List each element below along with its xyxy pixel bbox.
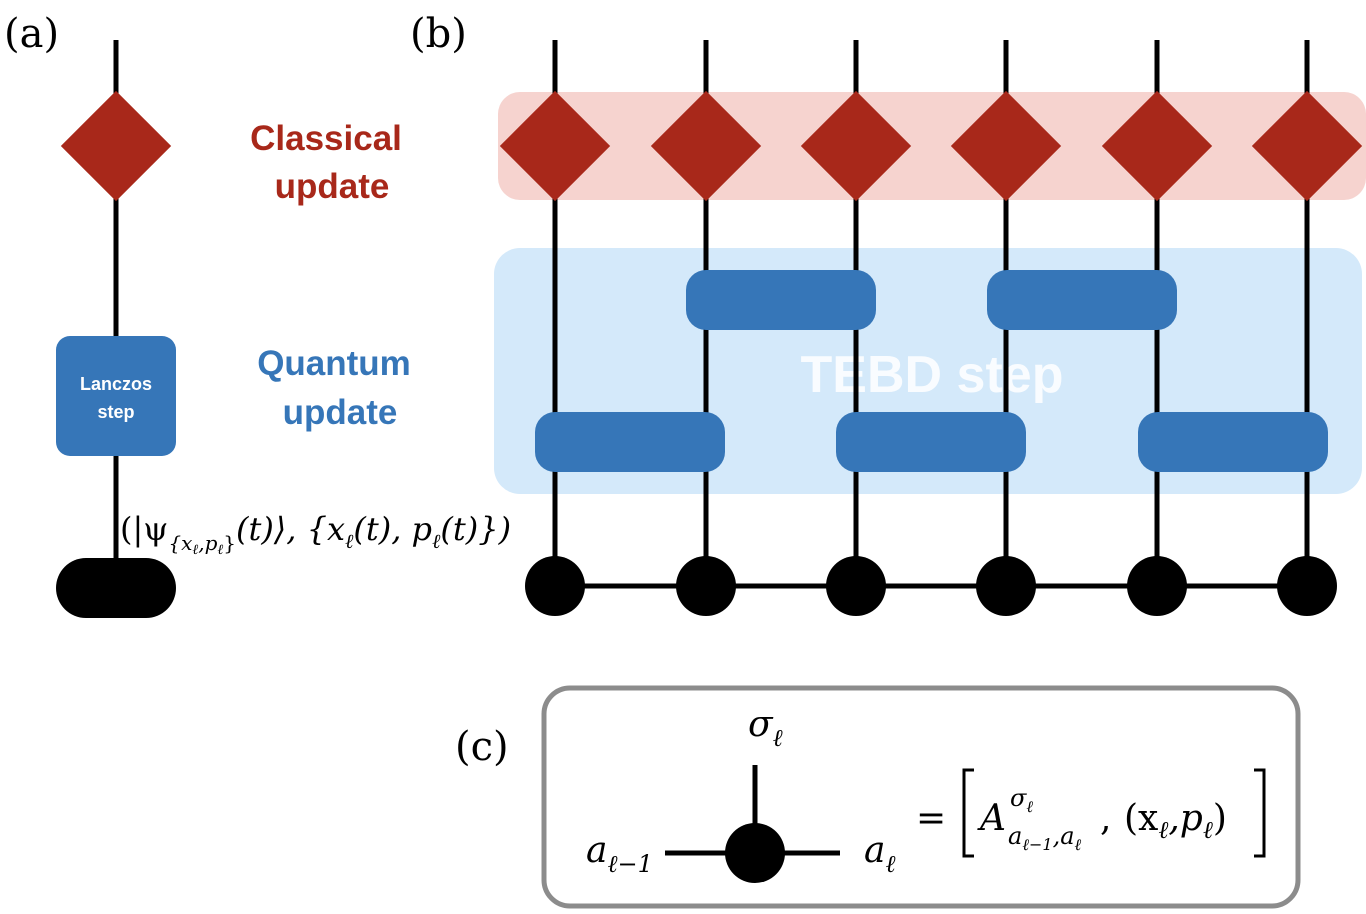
panel-c: (c) σℓ aℓ−1 aℓ = A σℓ aℓ−1,aℓ , (xℓ,pℓ) <box>455 685 1301 909</box>
quantum-label-line1: Quantum <box>257 344 411 383</box>
classical-update-diamond <box>800 90 912 202</box>
panel-c-label: (c) <box>455 724 509 770</box>
classical-label-line1: Classical <box>250 119 402 158</box>
two-site-gate <box>987 270 1177 330</box>
equals-sign: = <box>916 798 946 839</box>
classical-diamonds <box>499 90 1363 202</box>
classical-update-diamond <box>950 90 1062 202</box>
tensor-A-label: A <box>977 798 1006 839</box>
panel-a-label: (a) <box>4 11 59 57</box>
two-site-gate <box>1138 412 1328 472</box>
mps-site-node <box>826 556 886 616</box>
classical-update-diamond <box>499 90 611 202</box>
state-node-a <box>56 558 176 618</box>
classical-update-diamond <box>650 90 762 202</box>
quantum-label-line2: update <box>283 393 398 432</box>
mps-site-node <box>1277 556 1337 616</box>
classical-update-diamond <box>1101 90 1213 202</box>
panel-b: (b) TEBD step <box>410 11 1366 616</box>
classical-band <box>498 92 1366 200</box>
classical-update-diamond <box>1251 90 1363 202</box>
mps-site-nodes <box>525 556 1337 616</box>
lanczos-label-line2: step <box>97 402 134 422</box>
lanczos-label-line1: Lanczos <box>80 374 152 394</box>
xp-pair: (xℓ,pℓ) <box>1124 798 1227 844</box>
sigma-label: σℓ <box>748 704 783 752</box>
right-bond-label: aℓ <box>864 830 895 878</box>
mps-tensor-node <box>725 823 785 883</box>
mps-site-node <box>976 556 1036 616</box>
legend-box <box>541 685 1301 909</box>
two-site-gate <box>535 412 725 472</box>
comma: , <box>1100 798 1111 839</box>
tensor-A-subscript: aℓ−1,aℓ <box>1008 822 1082 854</box>
left-bond-label: aℓ−1 <box>586 830 653 878</box>
lanczos-step-box <box>56 336 176 456</box>
classical-label-line2: update <box>275 167 390 206</box>
tebd-gates <box>535 270 1328 472</box>
mps-site-node <box>1127 556 1187 616</box>
two-site-gate <box>686 270 876 330</box>
panel-a: (a) Lanczos step Classical update Quantu… <box>4 11 411 618</box>
left-bracket <box>962 768 974 858</box>
mps-site-node <box>676 556 736 616</box>
mps-site-node <box>525 556 585 616</box>
tebd-step-label: TEBD step <box>801 346 1064 404</box>
classical-update-diamond <box>60 90 172 202</box>
two-site-gate <box>836 412 1026 472</box>
state-formula: (|ψ{xℓ,pℓ}(t)⟩, {xℓ(t), pℓ(t)}) <box>120 510 511 558</box>
panel-b-label: (b) <box>410 11 467 57</box>
tensor-A-superscript: σℓ <box>1010 784 1033 816</box>
right-bracket <box>1254 768 1266 858</box>
